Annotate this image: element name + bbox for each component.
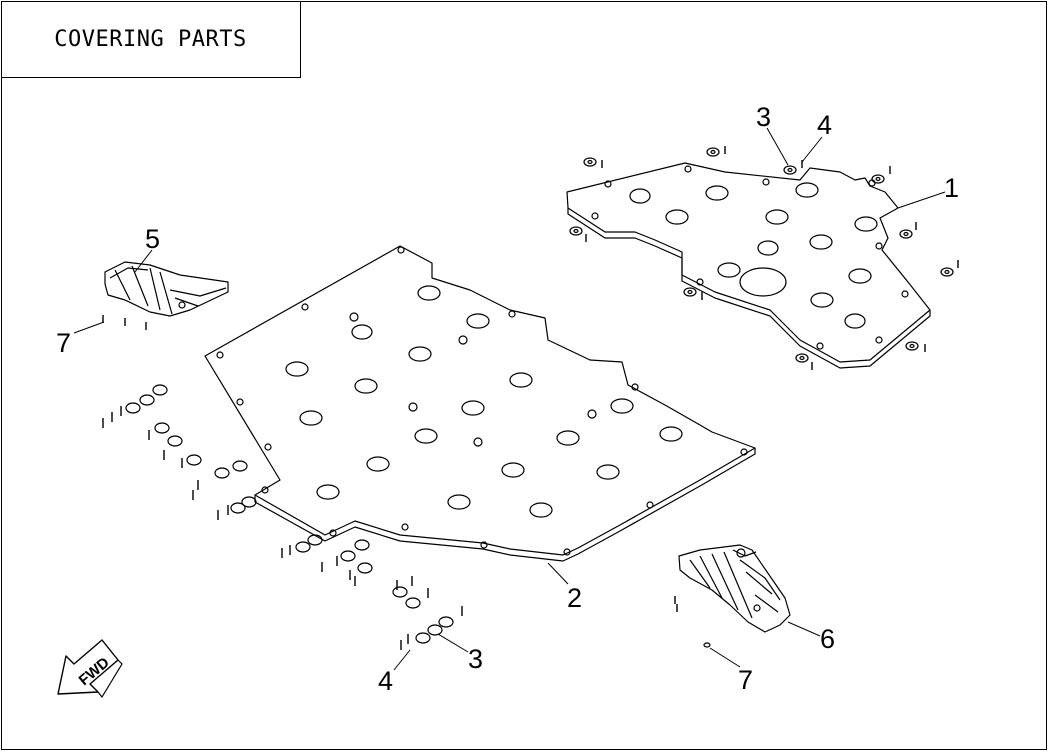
callout-2: 2 <box>567 583 582 613</box>
fastener-7-right <box>703 642 711 648</box>
main-plate-holes <box>216 246 748 556</box>
callout-7-left: 7 <box>56 328 71 358</box>
callout-1: 1 <box>944 173 959 203</box>
callout-3-bottom: 3 <box>468 644 483 674</box>
callout-7-right: 7 <box>738 665 753 695</box>
callout-5: 5 <box>145 224 160 254</box>
leader-lines <box>73 127 946 671</box>
callout-4-top: 4 <box>817 110 832 140</box>
rear-plate-holes <box>591 165 909 350</box>
callout-6: 6 <box>820 624 835 654</box>
side-guard-6 <box>678 544 791 633</box>
title-box: COVERING PARTS <box>1 1 301 78</box>
page-title: COVERING PARTS <box>54 26 247 52</box>
skid-plate-main <box>204 245 756 562</box>
skid-plate-rear <box>566 162 931 369</box>
callout-4-bottom: 4 <box>378 666 393 696</box>
fastener-screws <box>102 146 959 650</box>
fwd-arrow-icon: FWD <box>57 639 123 699</box>
callout-3-top: 3 <box>756 102 771 132</box>
fastener-grommets <box>125 147 954 644</box>
side-guard-5 <box>104 261 229 317</box>
